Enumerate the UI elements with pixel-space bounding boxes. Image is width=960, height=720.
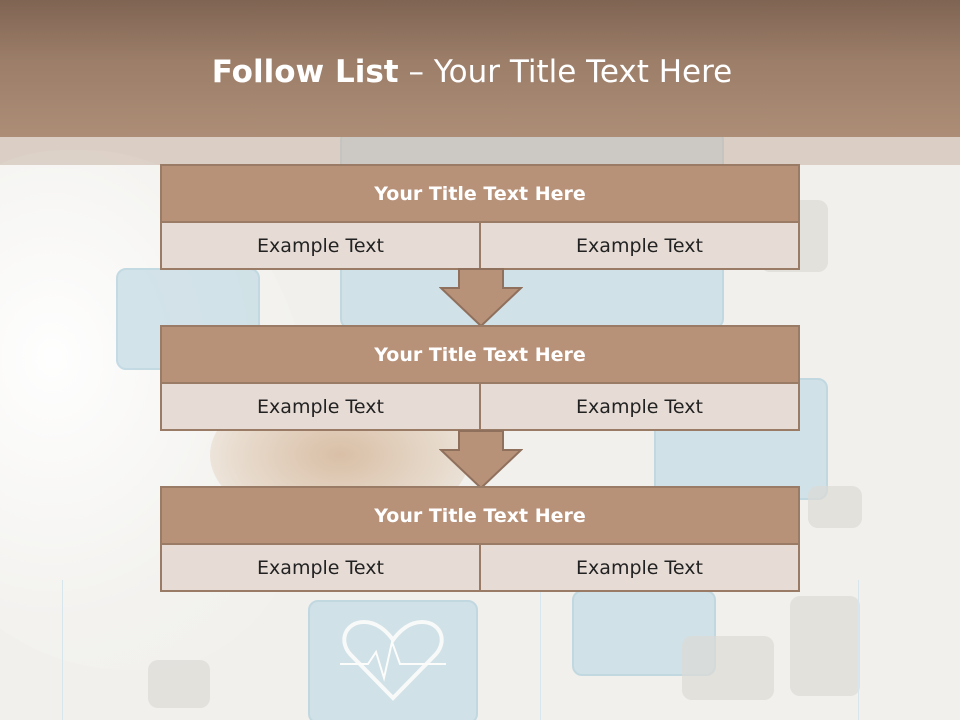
title-rest: – Your Title Text Here xyxy=(398,54,733,90)
step-box-title: Your Title Text Here xyxy=(162,166,798,221)
step-box-right-text: Example Text xyxy=(481,223,798,268)
step-box-1: Your Title Text Here Example Text Exampl… xyxy=(160,164,800,270)
step-box-title: Your Title Text Here xyxy=(162,327,798,382)
step-box-3: Your Title Text Here Example Text Exampl… xyxy=(160,486,800,592)
step-box-2: Your Title Text Here Example Text Exampl… xyxy=(160,325,800,431)
heart-ecg-icon xyxy=(340,619,446,701)
step-box-left-text: Example Text xyxy=(162,223,479,268)
ecg-line xyxy=(62,580,63,720)
down-arrow-icon xyxy=(439,430,523,490)
step-box-left-text: Example Text xyxy=(162,384,479,429)
grey-tile xyxy=(148,660,210,708)
grey-tile xyxy=(682,636,774,700)
step-box-title: Your Title Text Here xyxy=(162,488,798,543)
header-band xyxy=(0,137,960,165)
ecg-line xyxy=(540,580,541,720)
header-bar xyxy=(0,0,960,137)
title-bold: Follow List xyxy=(211,54,399,90)
slide-title: Follow List – Your Title Text Here xyxy=(0,54,944,90)
step-box-right-text: Example Text xyxy=(481,384,798,429)
grey-tile xyxy=(808,486,862,528)
step-box-left-text: Example Text xyxy=(162,545,479,590)
down-arrow-icon xyxy=(439,268,523,328)
step-box-right-text: Example Text xyxy=(481,545,798,590)
ecg-line xyxy=(858,580,859,720)
heart-tile xyxy=(308,600,478,720)
grey-tile xyxy=(790,596,860,696)
